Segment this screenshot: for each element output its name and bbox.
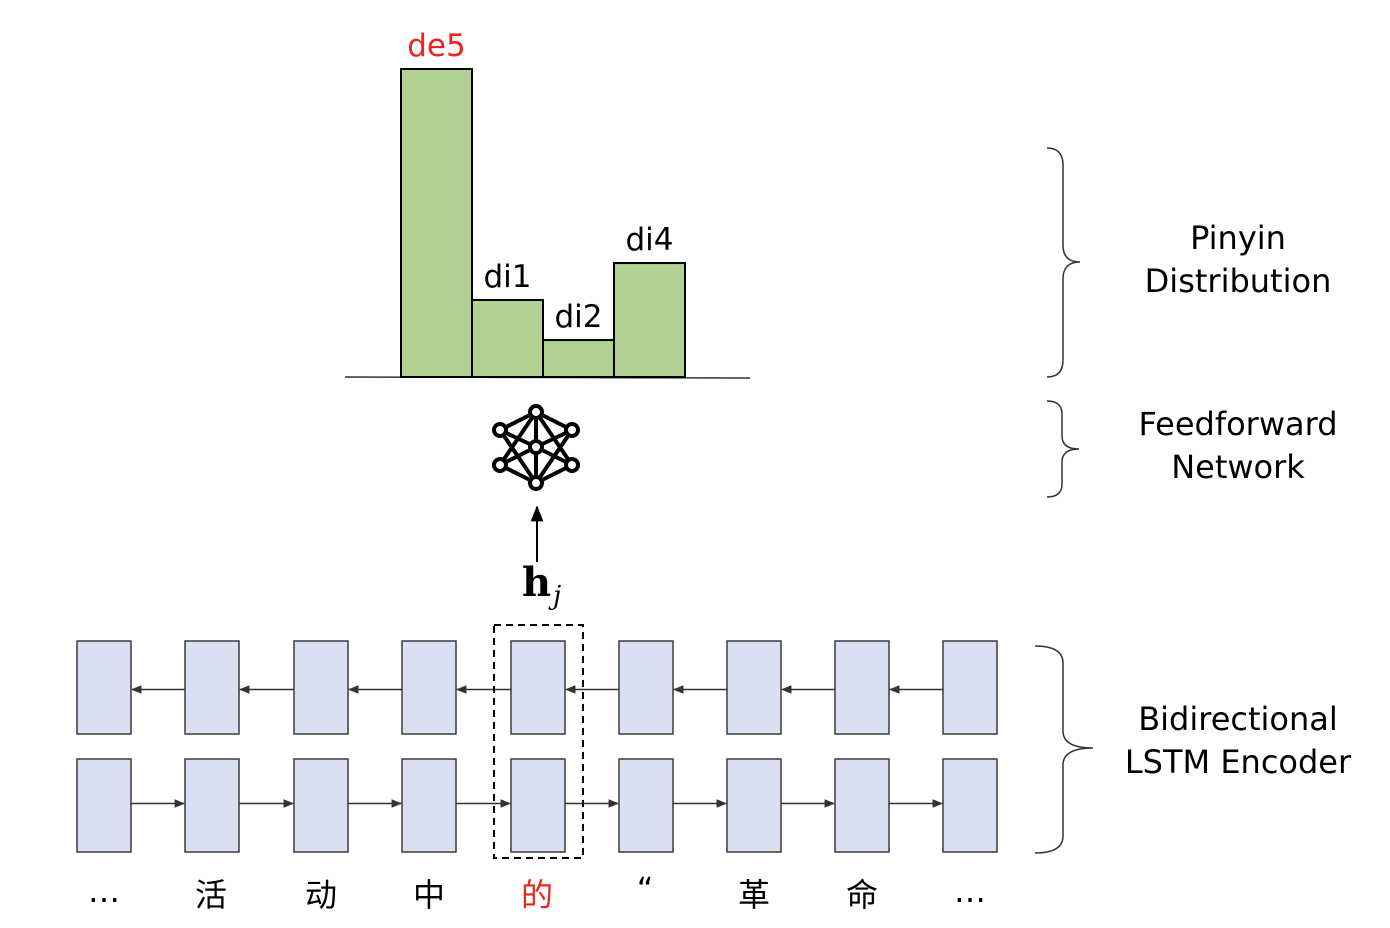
backward-lstm-cell [726, 640, 782, 735]
forward-lstm-cell [618, 758, 674, 853]
token: “ [636, 870, 654, 908]
pinyin-distribution-chart: de5 di1 di2 di4 [344, 28, 751, 379]
backward-lstm-cell [293, 640, 349, 735]
neural-network-icon [492, 404, 580, 491]
lstm-encoder-label: Bidirectional LSTM Encoder [1088, 698, 1388, 784]
forward-lstm-cell [726, 758, 782, 853]
highlight-box [493, 624, 584, 859]
forward-lstm-cell [293, 758, 349, 853]
bar-label-de5: de5 [407, 28, 465, 64]
forward-lstm-cell [76, 758, 132, 853]
backward-lstm-cell [618, 640, 674, 735]
bar-label-di1: di1 [483, 259, 531, 295]
lstm-label-line2: LSTM Encoder [1124, 743, 1352, 781]
bar-de5 [400, 68, 473, 378]
feedforward-network-label: Feedforward Network [1088, 403, 1388, 489]
brace-feedforward [1046, 400, 1080, 498]
forward-lstm-cell [184, 758, 240, 853]
forward-lstm-cell [942, 758, 998, 853]
bar-label-di4: di4 [625, 222, 673, 258]
bar-di1 [471, 299, 544, 378]
token: … [88, 872, 120, 910]
forward-lstm-cell [834, 758, 890, 853]
token: 动 [304, 876, 337, 914]
lstm-label-line1: Bidirectional [1138, 700, 1338, 738]
backward-lstm-cell [834, 640, 890, 735]
backward-lstm-cell [401, 640, 457, 735]
backward-lstm-cell [510, 640, 566, 735]
backward-lstm-cell [76, 640, 132, 735]
backward-lstm-cell [942, 640, 998, 735]
ffn-label-line2: Network [1171, 448, 1305, 486]
token: 中 [412, 876, 445, 914]
lstm-encoder [76, 640, 998, 853]
backward-lstm-cell [184, 640, 240, 735]
token: 革 [737, 876, 770, 914]
token: 活 [194, 876, 227, 914]
forward-lstm-cell [510, 758, 566, 853]
forward-lstm-cell [401, 758, 457, 853]
bar-label-di2: di2 [554, 299, 602, 335]
ffn-label-line1: Feedforward [1138, 405, 1338, 443]
bar-di4 [613, 262, 686, 379]
token: 命 [845, 876, 878, 914]
token: … [954, 872, 986, 910]
bar-di2 [542, 339, 615, 379]
brace-pinyin [1046, 147, 1081, 378]
hidden-state-label: hj [522, 559, 561, 611]
token: 的 [520, 876, 553, 914]
pinyin-label-line2: Distribution [1144, 262, 1332, 300]
pinyin-distribution-label: Pinyin Distribution [1088, 217, 1388, 303]
brace-lstm [1034, 645, 1094, 854]
pinyin-label-line1: Pinyin [1190, 219, 1286, 257]
